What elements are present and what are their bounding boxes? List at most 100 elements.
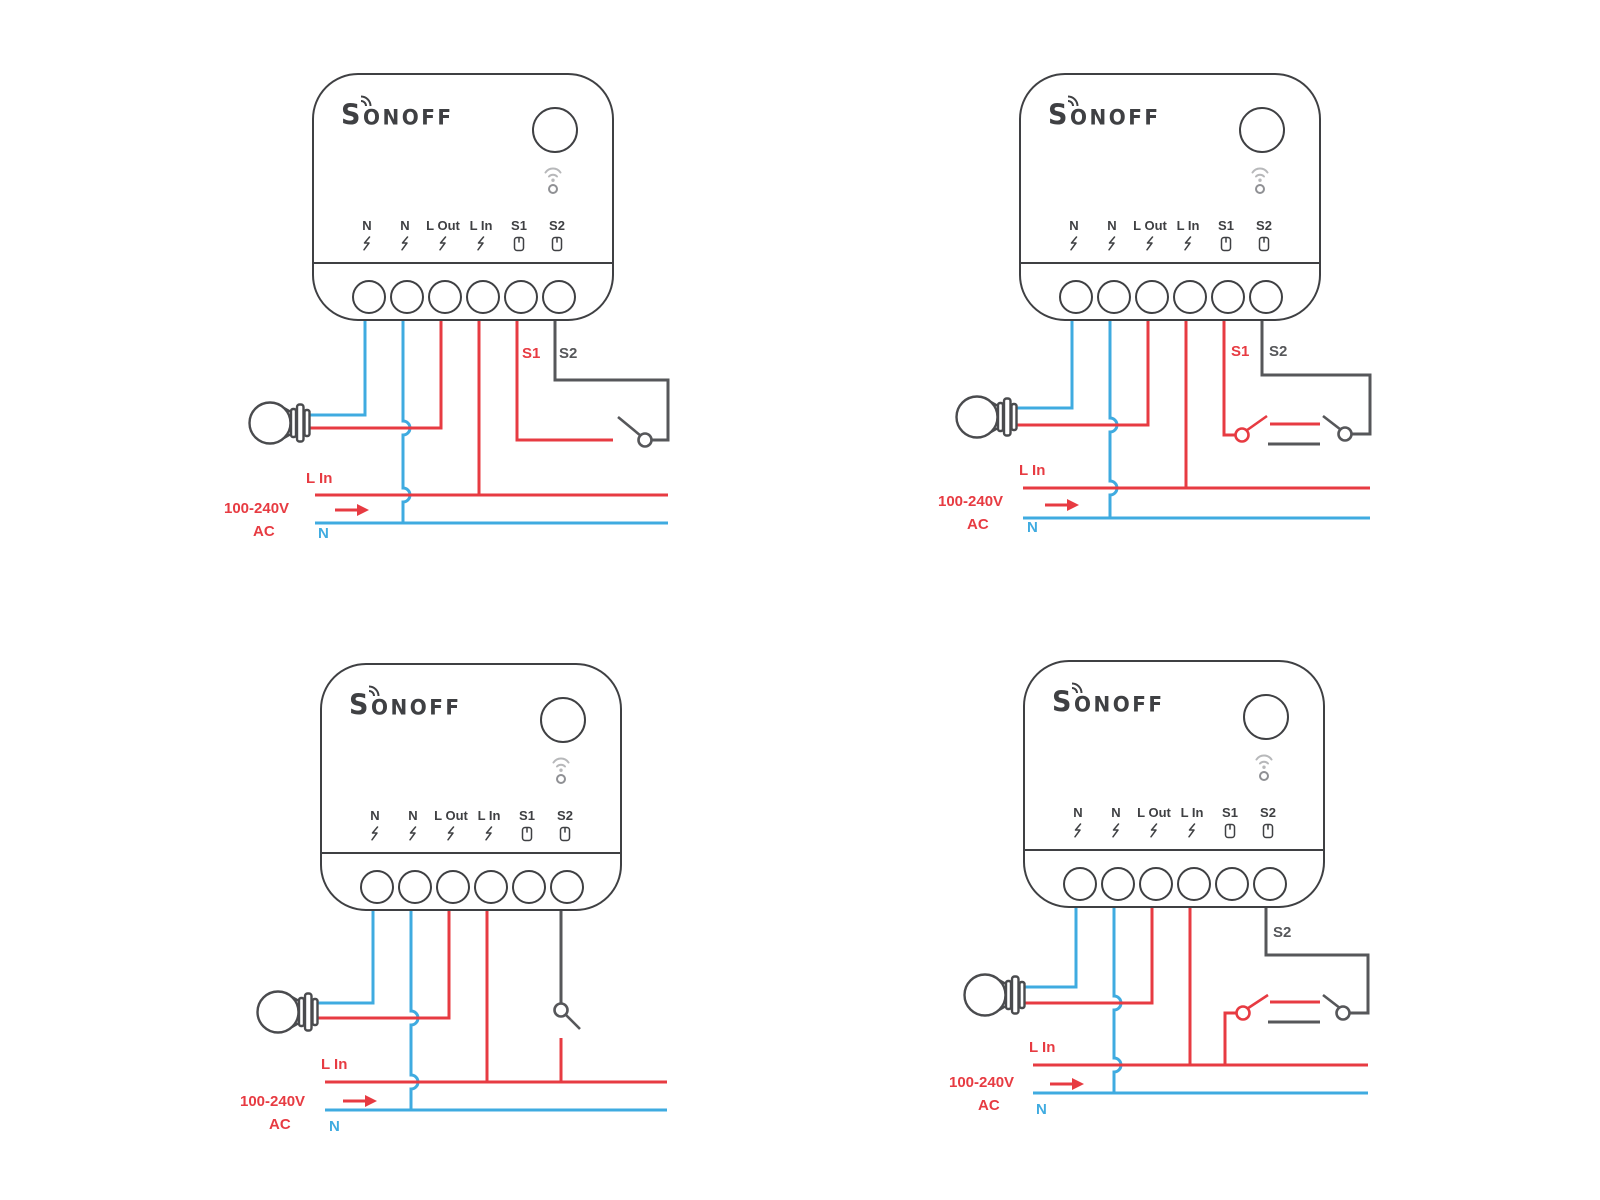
current-flow-arrow-icon <box>343 1095 377 1107</box>
pairing-button[interactable] <box>540 697 586 743</box>
terminal-label: S1 <box>511 218 527 233</box>
terminal-hole[interactable] <box>1211 280 1245 314</box>
terminal-label: L In <box>1176 218 1200 233</box>
terminal-label: S2 <box>557 808 573 823</box>
ac-label: AC <box>978 1097 1000 1114</box>
sonoff-mini-device: SONOFF N N L Out L In S1 S2 <box>312 73 614 321</box>
lightning-icon <box>447 825 455 841</box>
ac-label: AC <box>269 1116 291 1133</box>
terminal-label: S2 <box>1256 218 1272 233</box>
ac-label: AC <box>253 523 275 540</box>
load-live-wire <box>1023 908 1154 1005</box>
sonoff-logo: SONOFF <box>1048 95 1161 137</box>
terminal-hole[interactable] <box>390 280 424 314</box>
terminal-label: N <box>408 808 418 823</box>
terminal-hole[interactable] <box>474 870 508 904</box>
light-bulb-icon <box>256 990 319 1034</box>
terminal-hole[interactable] <box>1059 280 1093 314</box>
terminal-hole[interactable] <box>542 280 576 314</box>
lightning-icon <box>409 825 417 841</box>
wall-switch-icon <box>553 1002 581 1030</box>
neutral-label: N <box>329 1118 340 1135</box>
voltage-label: 100-240V <box>240 1093 306 1110</box>
sonoff-logo: SONOFF <box>1052 682 1165 724</box>
terminal-hole[interactable] <box>436 870 470 904</box>
s2-wire-label: S2 <box>559 345 578 362</box>
terminal-hole[interactable] <box>398 870 432 904</box>
neutral-label: N <box>1027 519 1038 536</box>
light-bulb-icon <box>248 401 311 445</box>
s1-wire-label: S1 <box>522 345 541 362</box>
terminal-hole[interactable] <box>512 870 546 904</box>
lightning-icon <box>1146 235 1154 251</box>
device-divider <box>1021 262 1319 264</box>
terminal-hole[interactable] <box>428 280 462 314</box>
terminal-hole[interactable] <box>1177 867 1211 901</box>
dry-contact-icon <box>1224 823 1236 838</box>
switch-to-live-wire <box>1223 1011 1237 1065</box>
neutral-supply-wire <box>1112 908 1123 1093</box>
terminal-hole[interactable] <box>1173 280 1207 314</box>
sonoff-logo: SONOFF <box>349 685 462 727</box>
terminal-label: L Out <box>434 808 468 823</box>
lightning-icon <box>477 235 485 251</box>
terminal-hole[interactable] <box>1101 867 1135 901</box>
load-live-wire <box>316 911 451 1020</box>
s1-wire-label: S1 <box>1231 343 1250 360</box>
light-bulb-icon <box>955 395 1018 439</box>
terminal-label: N <box>1073 805 1083 820</box>
terminal-hole[interactable] <box>466 280 500 314</box>
voltage-label: 100-240V <box>938 493 1004 510</box>
neutral-to-lamp-wire <box>1015 321 1074 410</box>
two-way-switch-left-icon <box>1234 414 1268 443</box>
voltage-label: 100-240V <box>224 500 290 517</box>
terminal-hole[interactable] <box>1215 867 1249 901</box>
light-bulb-icon <box>963 973 1026 1017</box>
terminal-label: S1 <box>1222 805 1238 820</box>
wall-switch-icon <box>617 415 653 448</box>
terminal-hole[interactable] <box>1135 280 1169 314</box>
wifi-indicator-icon <box>552 757 570 784</box>
wifi-indicator-icon <box>1255 754 1273 781</box>
lightning-icon <box>1108 235 1116 251</box>
brand-text: SONOFF <box>341 99 454 132</box>
terminal-hole[interactable] <box>352 280 386 314</box>
s2-wire-label: S2 <box>1269 343 1288 360</box>
sonoff-logo: SONOFF <box>341 95 454 137</box>
dry-contact-icon <box>1258 236 1270 251</box>
pairing-button[interactable] <box>1243 694 1289 740</box>
wiring-diagram-pull-switch: SONOFF N N L Out L In S1 S2 L In 100-240… <box>200 650 720 1150</box>
terminal-hole[interactable] <box>1063 867 1097 901</box>
dry-contact-icon <box>1262 823 1274 838</box>
dry-contact-icon <box>559 826 571 841</box>
terminal-hole[interactable] <box>360 870 394 904</box>
device-divider <box>314 262 612 264</box>
sonoff-mini-device: SONOFF N N L Out L In S1 S2 <box>1019 73 1321 321</box>
wifi-indicator-icon <box>1251 167 1269 194</box>
terminal-hole[interactable] <box>504 280 538 314</box>
terminal-label: S1 <box>519 808 535 823</box>
neutral-supply-wire <box>401 321 412 523</box>
terminal-label: N <box>370 808 380 823</box>
line-in-label: L In <box>1019 462 1046 479</box>
pairing-button[interactable] <box>532 107 578 153</box>
pairing-button[interactable] <box>1239 107 1285 153</box>
s1-wire <box>1222 321 1236 437</box>
terminal-hole[interactable] <box>1249 280 1283 314</box>
wifi-indicator-icon <box>544 167 562 194</box>
terminal-hole[interactable] <box>1139 867 1173 901</box>
neutral-label: N <box>1036 1101 1047 1118</box>
current-flow-arrow-icon <box>1045 499 1079 511</box>
terminal-label: L Out <box>1133 218 1167 233</box>
brand-text: SONOFF <box>349 689 462 722</box>
neutral-to-lamp-wire <box>316 911 375 1005</box>
wiring-diagram-two-way-s2: SONOFF N N L Out L In S1 S2 S2 L In 100-… <box>900 650 1420 1150</box>
terminal-hole[interactable] <box>550 870 584 904</box>
dry-contact-icon <box>513 236 525 251</box>
terminal-hole[interactable] <box>1097 280 1131 314</box>
terminal-hole[interactable] <box>1253 867 1287 901</box>
lightning-icon <box>1184 235 1192 251</box>
terminal-label: N <box>400 218 410 233</box>
brand-text: SONOFF <box>1048 99 1161 132</box>
terminal-label: N <box>1069 218 1079 233</box>
